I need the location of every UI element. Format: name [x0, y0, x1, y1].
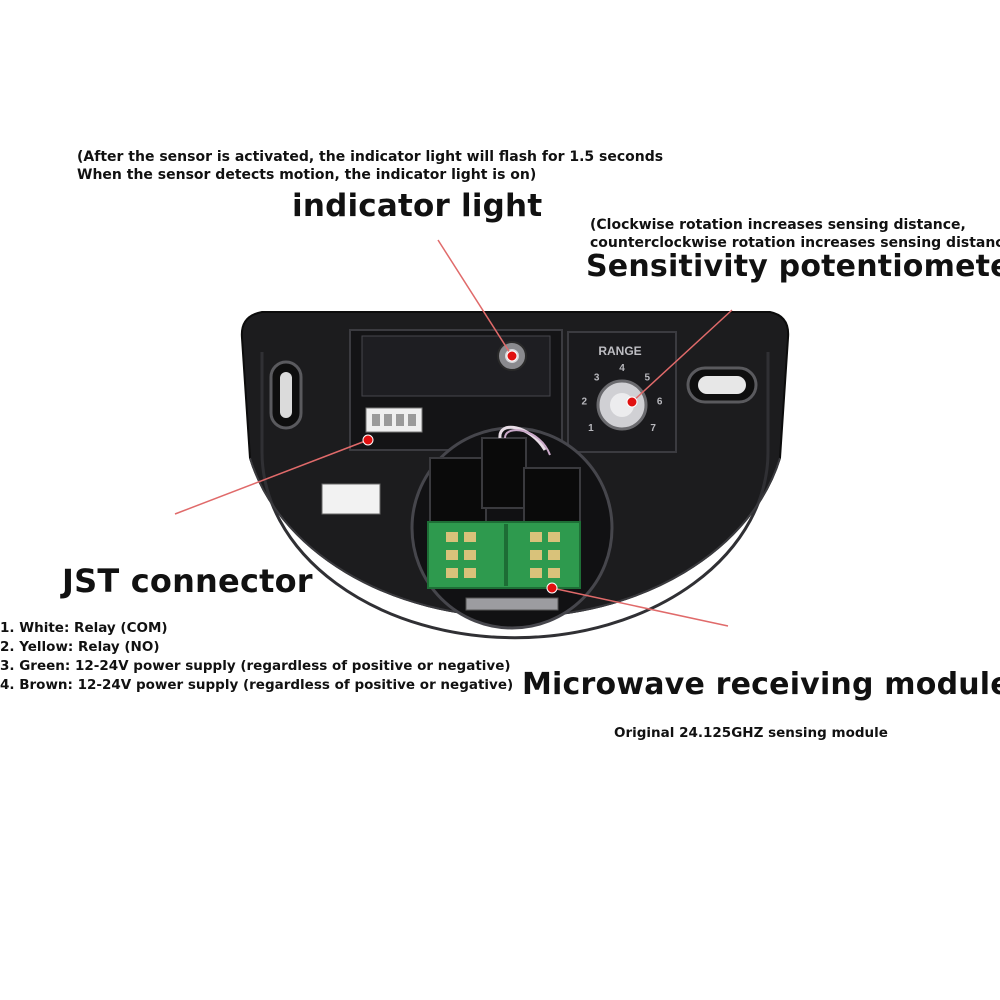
module-title: Microwave receiving module [522, 667, 1000, 702]
dial-label: RANGE [598, 344, 641, 358]
dial-number: 6 [657, 397, 663, 408]
module-connector-left [429, 457, 487, 529]
module-bottom-strip [465, 597, 559, 611]
jst-pin-4: 4. Brown: 12-24V power supply (regardles… [0, 677, 514, 693]
module-subtitle: Original 24.125GHZ sensing module [614, 725, 888, 741]
callout-line-module [551, 587, 729, 627]
callout-dots [362, 350, 638, 594]
jst-pin-list: 1. White: Relay (COM) 2. Yellow: Relay (… [0, 619, 513, 695]
housing-inner-rim [260, 352, 770, 640]
indicator-note-line1: (After the sensor is activated, the indi… [77, 149, 664, 165]
callout-dot-indicator [506, 350, 518, 362]
jst-pin-1: 1. White: Relay (COM) [0, 620, 168, 636]
jst-pin-3: 3. Green: 12-24V power supply (regardles… [0, 658, 511, 674]
module-connector-right [523, 467, 581, 531]
callout-lines [174, 239, 733, 627]
callout-dot-module [546, 582, 558, 594]
dial-numbers: 1 2 3 4 5 6 7 [582, 363, 663, 434]
dial-number: 3 [594, 373, 600, 384]
callout-dot-jst [362, 434, 374, 446]
dial-number: 1 [588, 423, 594, 434]
potentiometer-note-line1: (Clockwise rotation increases sensing di… [590, 217, 966, 233]
pcb-pads [446, 532, 560, 578]
dial-number: 2 [582, 397, 588, 408]
dial-number: 4 [619, 363, 625, 374]
callout-line-potentiometer [631, 309, 733, 403]
dial-number: 7 [650, 423, 656, 434]
jst-pin-2: 2. Yellow: Relay (NO) [0, 639, 160, 655]
callout-dot-potentiometer [626, 396, 638, 408]
housing-window [321, 483, 381, 515]
jst-title: JST connector [62, 562, 313, 600]
module-connector-mid [481, 437, 527, 509]
callout-line-indicator [437, 239, 513, 357]
potentiometer-note-line2: counterclockwise rotation increases sens… [590, 235, 1000, 251]
potentiometer-title: Sensitivity potentiometer [586, 249, 1000, 284]
callout-line-jst [174, 439, 369, 515]
dial-number: 5 [645, 373, 651, 384]
indicator-title: indicator light [292, 188, 543, 224]
indicator-note-line2: When the sensor detects motion, the indi… [77, 167, 537, 183]
